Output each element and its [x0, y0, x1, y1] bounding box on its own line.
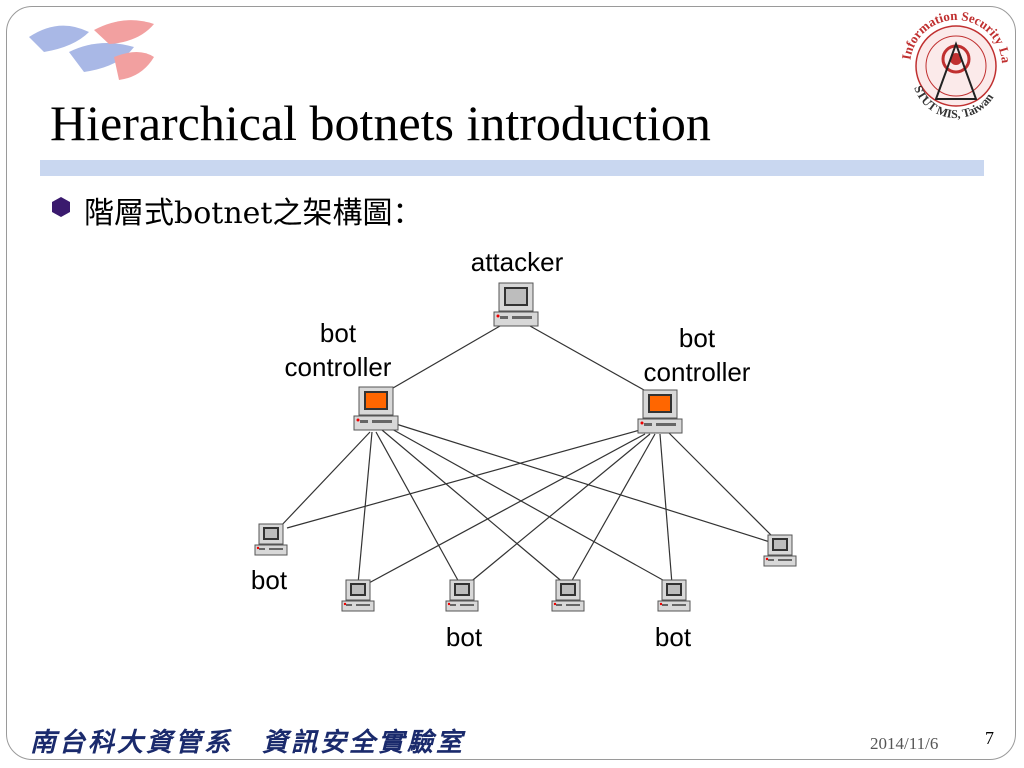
- label-controller-right-line1: bot: [679, 323, 716, 353]
- link-cr-bot6: [667, 431, 775, 539]
- label-bot-right: bot: [655, 622, 692, 652]
- link-cr-bot2: [366, 433, 646, 585]
- link-cl-bot6: [395, 423, 771, 543]
- slide-frame: [6, 6, 1016, 760]
- bot-computer-icon-5: [657, 579, 691, 612]
- decorative-logo: [29, 20, 154, 80]
- label-attacker: attacker: [471, 247, 564, 277]
- link-cl-bot5: [389, 427, 671, 585]
- bot-computer-icon-6: [763, 534, 797, 567]
- info-security-lab-seal: Information Security Lab. STUT MIS, Taiw…: [888, 4, 1014, 121]
- link-cr-bot3: [467, 433, 651, 585]
- link-cr-bot1: [286, 429, 641, 529]
- label-bot-middle: bot: [446, 622, 483, 652]
- label-controller-right-line2: controller: [644, 357, 751, 387]
- label-bot-left: bot: [251, 565, 288, 595]
- link-cr-bot4: [569, 433, 656, 585]
- bullet-text: 階層式botnet之架構圖：: [84, 196, 423, 231]
- link-attacker-controller-left: [392, 325, 501, 389]
- bot-computer-icon-2: [341, 579, 375, 612]
- controller-right-computer-icon: [637, 389, 683, 434]
- bot-computer-icon-1: [254, 523, 288, 556]
- slide-title: Hierarchical botnets introduction: [50, 95, 711, 151]
- label-controller-left-line2: controller: [285, 352, 392, 382]
- bot-computer-icon-3: [445, 579, 479, 612]
- link-cl-bot2: [357, 431, 373, 585]
- attacker-computer-icon: [493, 282, 539, 327]
- link-cl-bot1: [278, 431, 371, 529]
- footer-date: 2014/11/6: [870, 734, 939, 753]
- link-cr-bot5: [659, 433, 673, 585]
- connection-lines: [278, 325, 775, 585]
- link-attacker-controller-right: [529, 325, 645, 391]
- footer-department: 南台科大資管系 資訊安全實驗室: [30, 728, 466, 758]
- page-number: 7: [985, 728, 994, 748]
- hexagon-bullet-icon: [52, 197, 70, 217]
- link-cl-bot4: [381, 429, 566, 585]
- label-controller-left-line1: bot: [320, 318, 357, 348]
- link-cl-bot3: [375, 431, 461, 585]
- title-underline-bar: [40, 160, 984, 176]
- bot-computer-icon-4: [551, 579, 585, 612]
- controller-left-computer-icon: [353, 386, 399, 431]
